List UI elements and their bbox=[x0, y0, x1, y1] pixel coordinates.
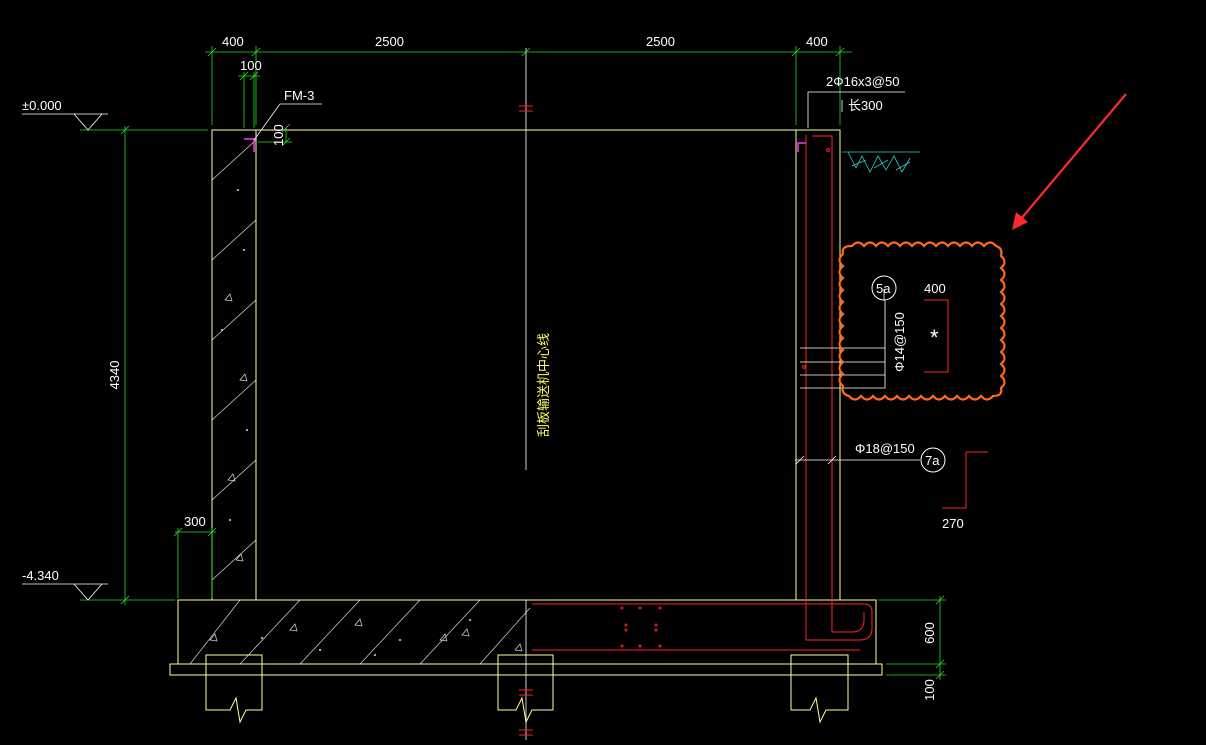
dim-hook-length: 270 bbox=[942, 516, 964, 531]
dim-fm-offset: 100 bbox=[240, 58, 262, 73]
fm-label: FM-3 bbox=[284, 88, 314, 103]
tag-7a-text: 7a bbox=[925, 453, 940, 468]
revision-cloud bbox=[838, 241, 1006, 401]
centerline-label: 刮板输送机中心线 bbox=[536, 333, 551, 437]
rebar-top-sublabel: 长300 bbox=[848, 98, 883, 113]
tag-5a-text: 5a bbox=[876, 281, 891, 296]
red-arrow bbox=[1012, 93, 1127, 230]
detail-hook bbox=[924, 299, 988, 509]
pile-right bbox=[790, 654, 849, 724]
rebar-5a-spec: Φ14@150 bbox=[892, 312, 907, 372]
dim-top-left-wall: 400 bbox=[222, 34, 244, 49]
tag-5a-circle bbox=[871, 275, 897, 301]
rebar-top-label: 2Φ16x3@50 bbox=[826, 74, 899, 89]
dim-bottom-ledge: 300 bbox=[184, 514, 206, 529]
dim-top-right-wall: 400 bbox=[806, 34, 828, 49]
ground-hatch bbox=[842, 151, 920, 173]
concrete-hatch bbox=[189, 139, 531, 665]
rebar bbox=[532, 135, 873, 651]
dim-top-left-span: 2500 bbox=[375, 34, 404, 49]
elevation-markers bbox=[22, 113, 108, 601]
rebar-7a-spec: Φ18@150 bbox=[855, 441, 915, 456]
leaders bbox=[253, 91, 920, 465]
elev-bottom: -4.340 bbox=[22, 568, 59, 583]
pile-middle bbox=[497, 654, 554, 724]
centerline-breaks bbox=[519, 105, 533, 736]
pile-left bbox=[205, 654, 263, 724]
left-wall bbox=[211, 129, 257, 601]
detail-mark: * bbox=[930, 325, 939, 350]
dim-bedding: 100 bbox=[922, 679, 937, 701]
dim-top-right-span: 2500 bbox=[646, 34, 675, 49]
base-slab bbox=[177, 599, 877, 665]
tag-7a-circle bbox=[920, 447, 946, 473]
dimension-lines bbox=[80, 46, 946, 680]
detail-width: 400 bbox=[924, 281, 946, 296]
dim-left-height: 4340 bbox=[107, 361, 122, 390]
rebar-tags bbox=[871, 275, 946, 473]
dim-fm-depth: 100 bbox=[271, 124, 286, 146]
elev-top: ±0.000 bbox=[22, 98, 62, 113]
fm-marks bbox=[244, 138, 806, 152]
dim-base-thickness: 600 bbox=[922, 622, 937, 644]
right-wall bbox=[795, 129, 841, 601]
